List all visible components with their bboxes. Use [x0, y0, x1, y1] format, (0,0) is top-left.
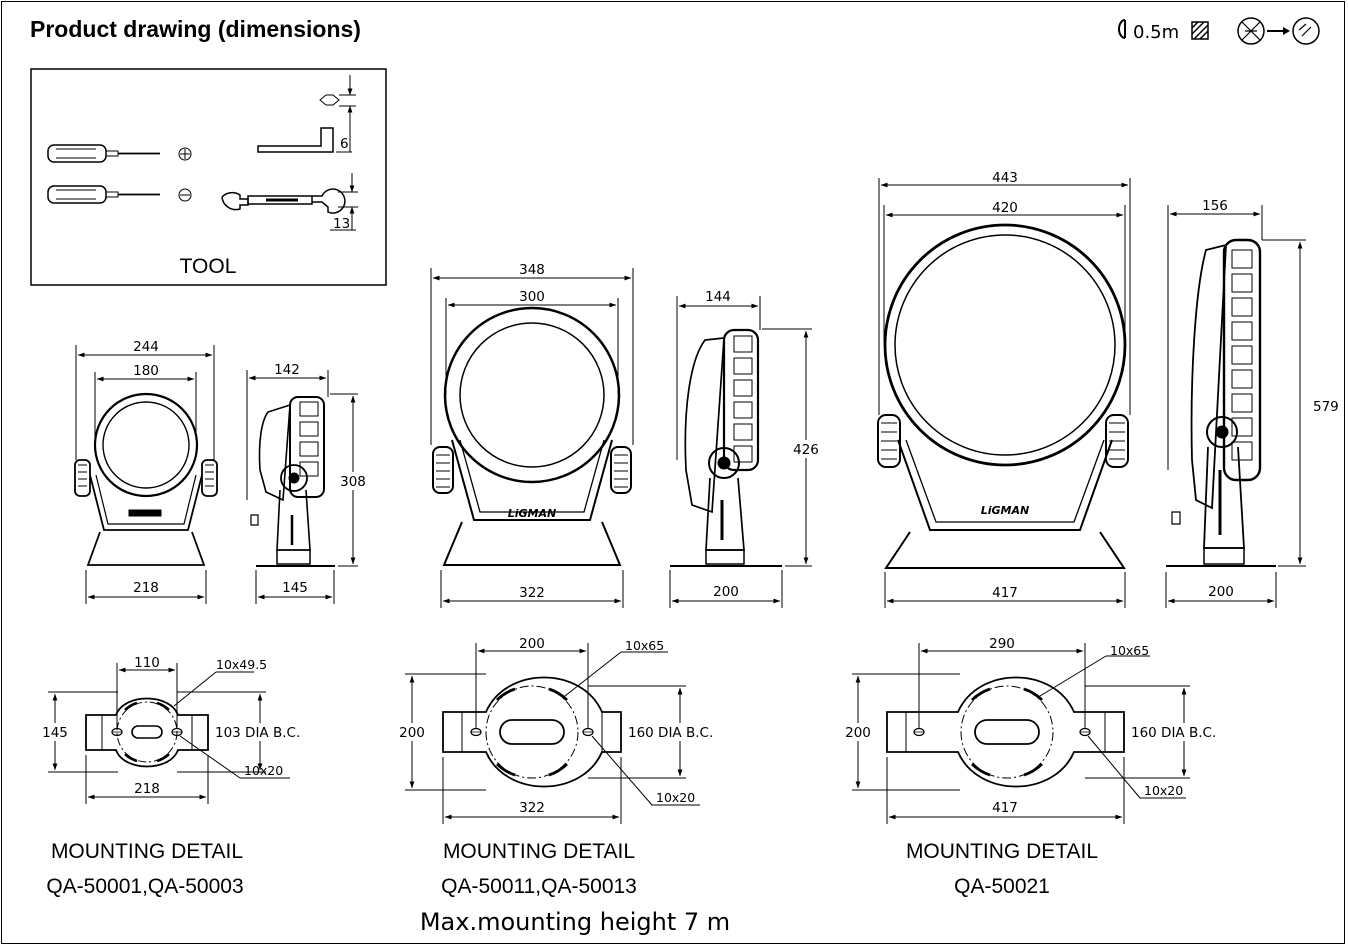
small-front-dimensions	[75, 345, 215, 604]
mount-small-models: QA-50001,QA-50003	[46, 875, 243, 898]
impact-marking: 0.5m	[1133, 22, 1179, 43]
small-side-depth: 142	[274, 362, 300, 378]
mount-medium-height: 200	[399, 725, 425, 741]
medium-side-depth: 144	[705, 289, 731, 305]
max-mounting-height-note: Max.mounting height 7 m	[420, 908, 730, 936]
phillips-screwdriver-icon	[47, 144, 192, 163]
medium-front-inner-width: 300	[519, 289, 545, 305]
mount-large-slot: 10x65	[1110, 643, 1149, 658]
mount-small-plate	[85, 697, 209, 768]
mount-large-height: 200	[845, 725, 871, 741]
small-height: 308	[340, 474, 366, 490]
mount-large-plate	[886, 676, 1125, 788]
mount-medium-dimensions	[405, 643, 700, 824]
small-side-base-width: 145	[282, 580, 308, 596]
mount-medium-width: 322	[519, 800, 545, 816]
medium-front-dimensions	[430, 268, 634, 608]
mount-medium-plate	[442, 676, 622, 788]
mount-medium-label: MOUNTING DETAIL	[443, 840, 635, 863]
large-front-base-width: 417	[992, 585, 1018, 601]
mount-medium-hole: 10x20	[656, 790, 695, 805]
mount-medium-slot: 10x65	[625, 638, 664, 653]
mount-small-hole-spacing: 110	[134, 655, 160, 671]
large-brand-logo: LiGMAN	[981, 504, 1029, 517]
glass-replace-icon	[1237, 17, 1320, 45]
small-front-base-width: 218	[133, 580, 159, 596]
mount-large-models: QA-50021	[954, 875, 1050, 898]
large-lamp-side-view	[1166, 238, 1276, 567]
large-side-base-width: 200	[1208, 584, 1234, 600]
wrench-size: 13	[333, 216, 350, 232]
large-height: 579	[1313, 399, 1339, 415]
small-lamp-front-view	[74, 392, 218, 566]
mount-small-height: 145	[42, 725, 68, 741]
large-side-dimensions	[1165, 205, 1306, 608]
page-title: Product drawing (dimensions)	[30, 16, 361, 42]
mount-large-hole-spacing: 290	[989, 636, 1015, 652]
large-front-inner-width: 420	[992, 200, 1018, 216]
medium-front-base-width: 322	[519, 585, 545, 601]
large-front-dimensions	[878, 178, 1131, 608]
large-side-depth: 156	[1202, 198, 1228, 214]
small-front-inner-width: 180	[133, 363, 159, 379]
mount-small-hole: 10x20	[244, 763, 283, 778]
medium-side-dimensions	[669, 296, 812, 608]
small-side-dimensions	[246, 370, 358, 604]
mount-small-circle: 103 DIA B.C.	[215, 725, 300, 741]
large-front-outer-width: 443	[992, 170, 1018, 186]
mount-medium-hole-spacing: 200	[519, 636, 545, 652]
medium-height: 426	[793, 442, 819, 458]
medium-side-base-width: 200	[713, 584, 739, 600]
tool-box-label: TOOL	[180, 255, 237, 278]
mount-large-circle: 160 DIA B.C.	[1131, 725, 1216, 741]
mount-medium-circle: 160 DIA B.C.	[628, 725, 713, 741]
mount-small-dimensions	[48, 663, 290, 804]
flat-screwdriver-icon	[47, 185, 192, 204]
small-front-outer-width: 244	[133, 339, 159, 355]
mount-large-hole: 10x20	[1144, 783, 1183, 798]
mount-large-width: 417	[992, 800, 1018, 816]
impact-resistance-icon	[1118, 19, 1126, 39]
small-lamp-side-view	[250, 396, 335, 567]
hex-key-icon	[257, 75, 356, 153]
medium-lamp-front-view	[432, 306, 632, 566]
hex-key-size: 6	[340, 136, 349, 152]
mount-small-label: MOUNTING DETAIL	[51, 840, 243, 863]
mount-medium-models: QA-50011,QA-50013	[441, 875, 637, 898]
wrench-icon	[221, 173, 358, 231]
medium-brand-logo: LiGMAN	[508, 507, 556, 520]
tool-box: 6 13 TOOL	[30, 68, 387, 286]
mount-large-label: MOUNTING DETAIL	[906, 840, 1098, 863]
mount-small-slot: 10x49.5	[216, 657, 267, 672]
mount-small-width: 218	[134, 781, 160, 797]
medium-front-outer-width: 348	[519, 262, 545, 278]
hatched-surface-icon	[1191, 21, 1209, 40]
medium-lamp-side-view	[670, 328, 782, 567]
